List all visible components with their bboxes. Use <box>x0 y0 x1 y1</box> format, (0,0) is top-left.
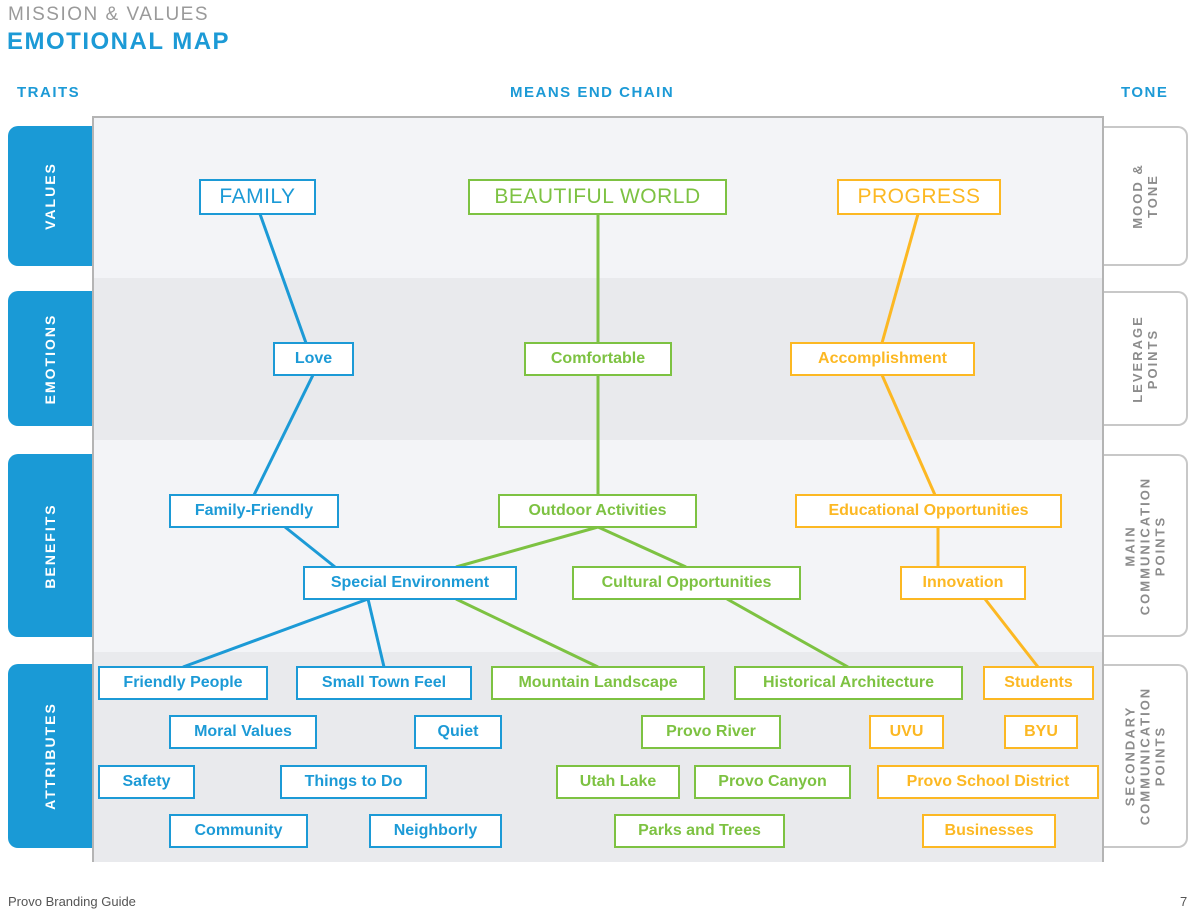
footer-guide-name: Provo Branding Guide <box>8 894 136 909</box>
section-kicker: MISSION & VALUES <box>8 4 210 25</box>
node-neighborly: Neighborly <box>369 814 502 848</box>
node-safety: Safety <box>98 765 195 799</box>
node-educational-opportunities: Educational Opportunities <box>795 494 1062 528</box>
tone-tab-secondary-communication: SECONDARY COMMUNICATION POINTS <box>1104 664 1188 848</box>
node-students: Students <box>983 666 1094 700</box>
node-comfortable: Comfortable <box>524 342 672 376</box>
link-progress-accomplishment <box>880 213 920 344</box>
page-number: 7 <box>1180 894 1188 909</box>
link-love-family-friendly <box>252 374 315 496</box>
traits-header: TRAITS <box>17 84 81 101</box>
node-utah-lake: Utah Lake <box>556 765 680 799</box>
node-uvu: UVU <box>869 715 944 749</box>
link-cultural-historical-architecture <box>726 597 849 669</box>
node-provo-canyon: Provo Canyon <box>694 765 851 799</box>
means-end-chain-header: MEANS END CHAIN <box>510 84 675 101</box>
link-outdoor-special-environment <box>455 525 599 569</box>
node-cultural-opportunities: Cultural Opportunities <box>572 566 801 600</box>
tone-tab-main-communication: MAIN COMMUNICATION POINTS <box>1104 454 1188 637</box>
node-beautiful-world: BEAUTIFUL WORLD <box>468 179 727 215</box>
node-mountain-landscape: Mountain Landscape <box>491 666 705 700</box>
node-family: FAMILY <box>199 179 316 215</box>
node-love: Love <box>273 342 354 376</box>
node-community: Community <box>169 814 308 848</box>
trait-tab-benefits: BENEFITS <box>8 454 92 637</box>
node-things-to-do: Things to Do <box>280 765 427 799</box>
link-outdoor-cultural-opportunities <box>597 525 687 569</box>
node-historical-architecture: Historical Architecture <box>734 666 963 700</box>
node-quiet: Quiet <box>414 715 502 749</box>
link-family-love <box>258 213 308 344</box>
page-title: EMOTIONAL MAP <box>7 28 231 55</box>
trait-tab-emotions: EMOTIONS <box>8 291 92 426</box>
link-special-environment-mountain-landscape <box>455 597 599 669</box>
trait-tab-values: VALUES <box>8 126 92 266</box>
node-accomplishment: Accomplishment <box>790 342 975 376</box>
link-innovation-students <box>983 598 1040 668</box>
node-parks-and-trees: Parks and Trees <box>614 814 785 848</box>
node-small-town-feel: Small Town Feel <box>296 666 472 700</box>
node-special-environment: Special Environment <box>303 566 517 600</box>
node-provo-river: Provo River <box>641 715 781 749</box>
node-outdoor-activities: Outdoor Activities <box>498 494 697 528</box>
trait-tab-attributes: ATTRIBUTES <box>8 664 92 848</box>
link-family-friendly-special-environment <box>284 525 336 569</box>
node-innovation: Innovation <box>900 566 1026 600</box>
node-friendly-people: Friendly People <box>98 666 268 700</box>
node-provo-school-district: Provo School District <box>877 765 1099 799</box>
tone-header: TONE <box>1121 84 1169 101</box>
link-accomplishment-educational <box>880 374 937 496</box>
node-byu: BYU <box>1004 715 1078 749</box>
tone-tab-mood: MOOD & TONE <box>1104 126 1188 266</box>
link-special-environment-friendly-people <box>182 597 369 669</box>
node-businesses: Businesses <box>922 814 1056 848</box>
node-moral-values: Moral Values <box>169 715 317 749</box>
node-progress: PROGRESS <box>837 179 1001 215</box>
tone-tab-leverage: LEVERAGE POINTS <box>1104 291 1188 426</box>
node-family-friendly: Family-Friendly <box>169 494 339 528</box>
link-special-environment-small-town-feel <box>366 598 386 668</box>
